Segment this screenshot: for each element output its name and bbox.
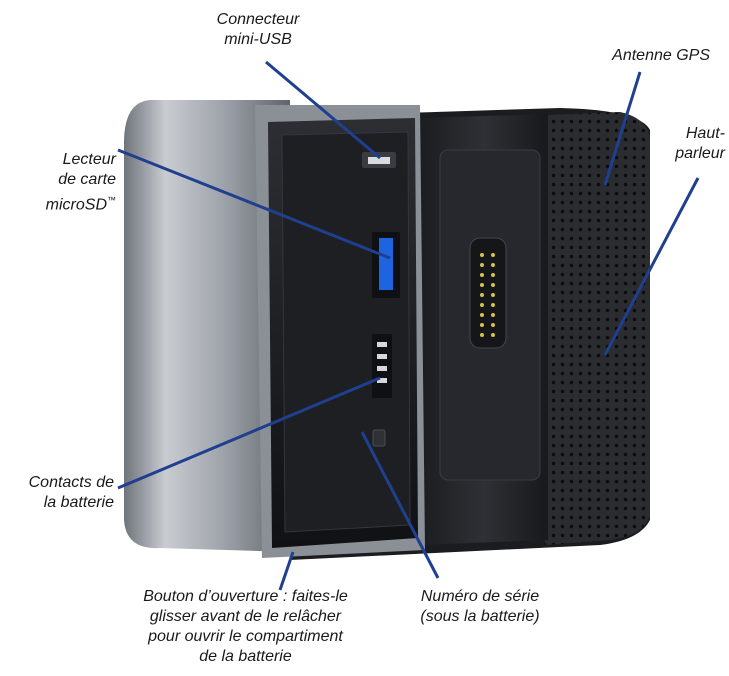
dock-tray xyxy=(420,114,548,545)
trademark-symbol: ™ xyxy=(107,195,116,205)
label-release-button: Bouton d’ouverture : faites-le glisser a… xyxy=(143,588,348,665)
label-microsd: Lecteur de carte microSD™ xyxy=(45,151,116,214)
leader-gps xyxy=(603,71,642,186)
battery-contacts xyxy=(372,334,392,398)
label-mini-usb: Connecteur mini-USB xyxy=(216,11,300,48)
leader-microsd xyxy=(117,148,391,260)
leader-release xyxy=(278,551,295,591)
leader-speaker xyxy=(603,177,700,356)
leader-contacts xyxy=(117,376,381,490)
battery-latch xyxy=(372,429,386,447)
microsd-slot xyxy=(372,232,400,298)
speaker-grill xyxy=(545,112,650,545)
label-gps-antenna: Antenne GPS xyxy=(612,47,710,64)
mini-usb-port xyxy=(362,152,396,168)
label-speaker: Haut- parleur xyxy=(675,125,725,162)
dock-connector-pins xyxy=(480,253,495,337)
leader-serial xyxy=(360,431,440,579)
leader-lines xyxy=(117,60,700,591)
label-serial-number: Numéro de série (sous la batterie) xyxy=(420,588,540,625)
battery-compartment xyxy=(268,118,418,548)
label-battery-contacts: Contacts de la batterie xyxy=(28,474,114,511)
leader-usb xyxy=(265,60,381,160)
